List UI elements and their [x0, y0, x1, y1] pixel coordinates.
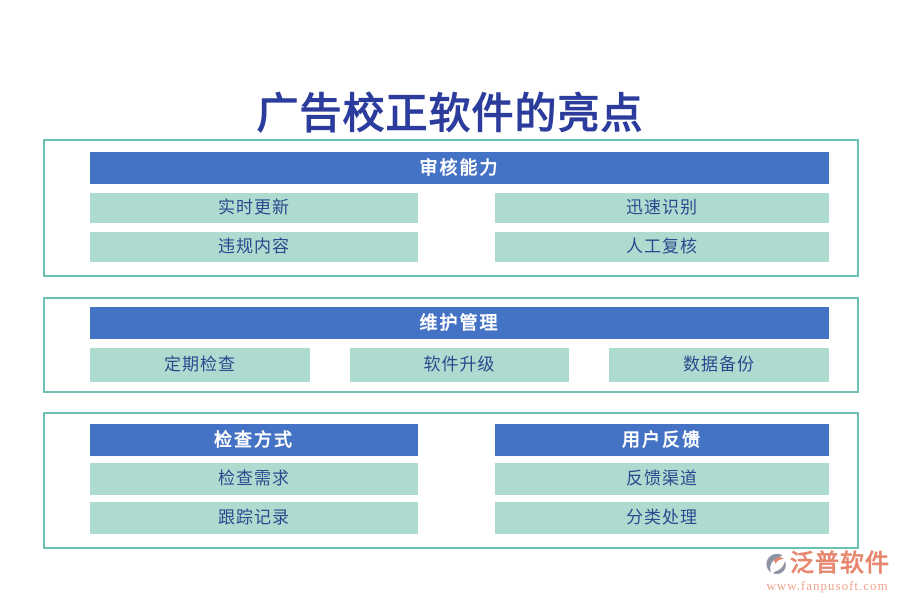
section-maintenance-management: 维护管理 定期检查 软件升级 数据备份: [43, 297, 859, 393]
maintenance-items-grid: 定期检查 软件升级 数据备份: [90, 348, 829, 382]
item-classified-processing: 分类处理: [495, 502, 829, 534]
item-software-upgrade: 软件升级: [350, 348, 569, 382]
item-rapid-recognition: 迅速识别: [495, 193, 829, 223]
brand-url: www.fanpusoft.com: [766, 578, 889, 593]
section-header-maintenance-management: 维护管理: [90, 307, 829, 339]
section-header-user-feedback: 用户反馈: [495, 424, 829, 456]
item-tracking-records: 跟踪记录: [90, 502, 418, 534]
fanpu-logo-icon: [765, 553, 787, 575]
item-regular-check: 定期检查: [90, 348, 310, 382]
item-data-backup: 数据备份: [609, 348, 829, 382]
section-header-audit-capability: 审核能力: [90, 152, 829, 184]
item-violation-content: 违规内容: [90, 232, 418, 262]
brand-footer: 泛普软件 www.fanpusoft.com: [765, 552, 890, 594]
item-realtime-update: 实时更新: [90, 193, 418, 223]
brand-name: 泛普软件: [790, 551, 890, 577]
check-feedback-grid: 检查方式 用户反馈 检查需求 反馈渠道 跟踪记录 分类处理: [90, 424, 829, 534]
section-check-and-feedback: 检查方式 用户反馈 检查需求 反馈渠道 跟踪记录 分类处理: [43, 412, 859, 549]
page-title: 广告校正软件的亮点: [256, 92, 644, 138]
section-header-check-method: 检查方式: [90, 424, 418, 456]
brand-row: 泛普软件: [765, 552, 890, 576]
section-audit-capability: 审核能力 实时更新 迅速识别 违规内容 人工复核: [43, 139, 859, 277]
item-feedback-channels: 反馈渠道: [495, 463, 829, 495]
item-manual-review: 人工复核: [495, 232, 829, 262]
audit-items-grid: 实时更新 迅速识别 违规内容 人工复核: [90, 193, 829, 262]
item-check-requirements: 检查需求: [90, 463, 418, 495]
